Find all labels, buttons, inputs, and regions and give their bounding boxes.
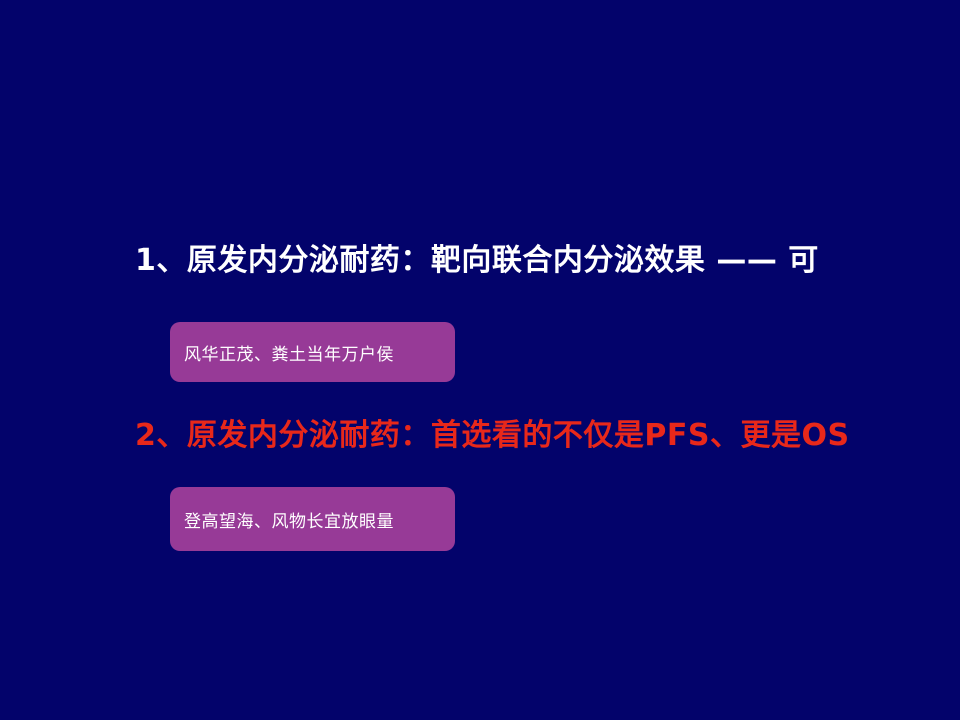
callout-box-1: 风华正茂、粪土当年万户侯 <box>170 322 455 382</box>
callout-box-1-text: 风华正茂、粪土当年万户侯 <box>184 344 394 365</box>
slide-heading-2: 2、原发内分泌耐药：首选看的不仅是PFS、更是OS <box>135 418 850 453</box>
callout-box-2: 登高望海、风物长宜放眼量 <box>170 487 455 551</box>
slide-heading-1: 1、原发内分泌耐药：靶向联合内分泌效果 —— 可 <box>135 243 819 278</box>
callout-box-2-text: 登高望海、风物长宜放眼量 <box>184 511 394 532</box>
